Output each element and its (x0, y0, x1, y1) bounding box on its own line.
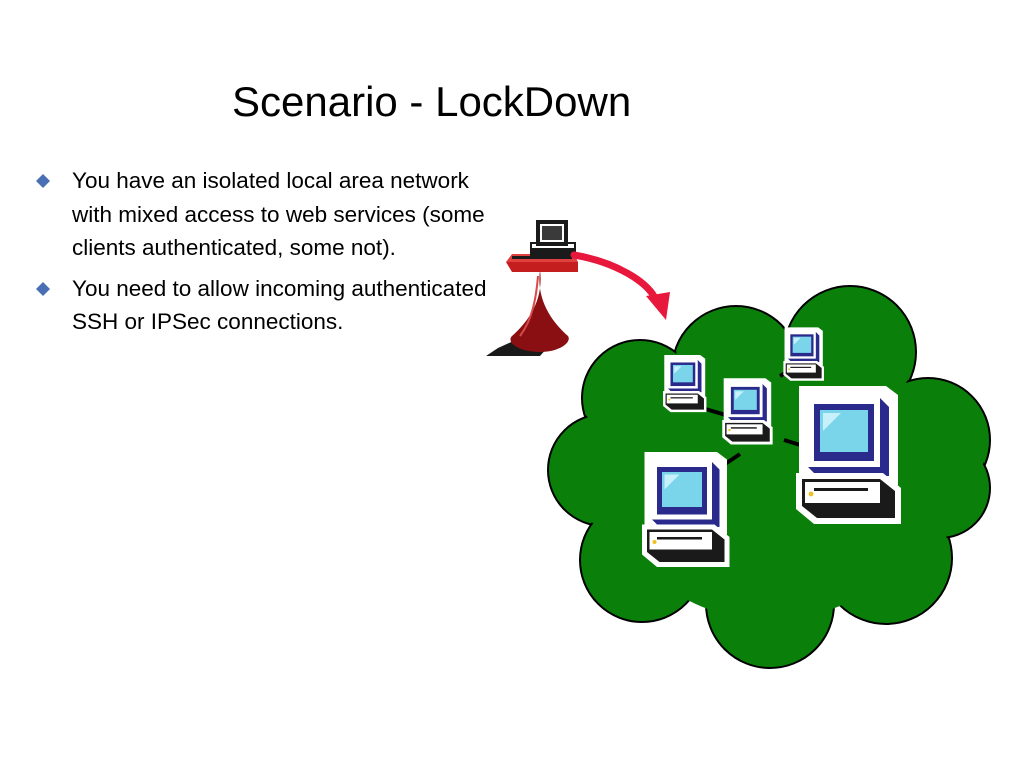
network-computer-icon (796, 386, 901, 524)
network-cloud-icon (547, 285, 991, 669)
diamond-icon (36, 281, 50, 296)
diamond-icon (36, 174, 50, 188)
network-computer-icon (783, 327, 824, 381)
curved-arrow-icon (570, 251, 670, 320)
bullet-text: You have an isolated local area network … (72, 168, 485, 260)
bullet-item: You need to allow incoming authenticated… (36, 272, 506, 339)
network-computer-icon (663, 355, 707, 413)
network-computer-icon (642, 452, 730, 567)
bullet-list: You have an isolated local area network … (36, 164, 506, 346)
bullet-text: You need to allow incoming authenticated… (72, 275, 487, 335)
bullet-item: You have an isolated local area network … (36, 164, 506, 265)
network-computer-icon (722, 378, 773, 445)
slide-title: Scenario - LockDown (232, 78, 632, 125)
